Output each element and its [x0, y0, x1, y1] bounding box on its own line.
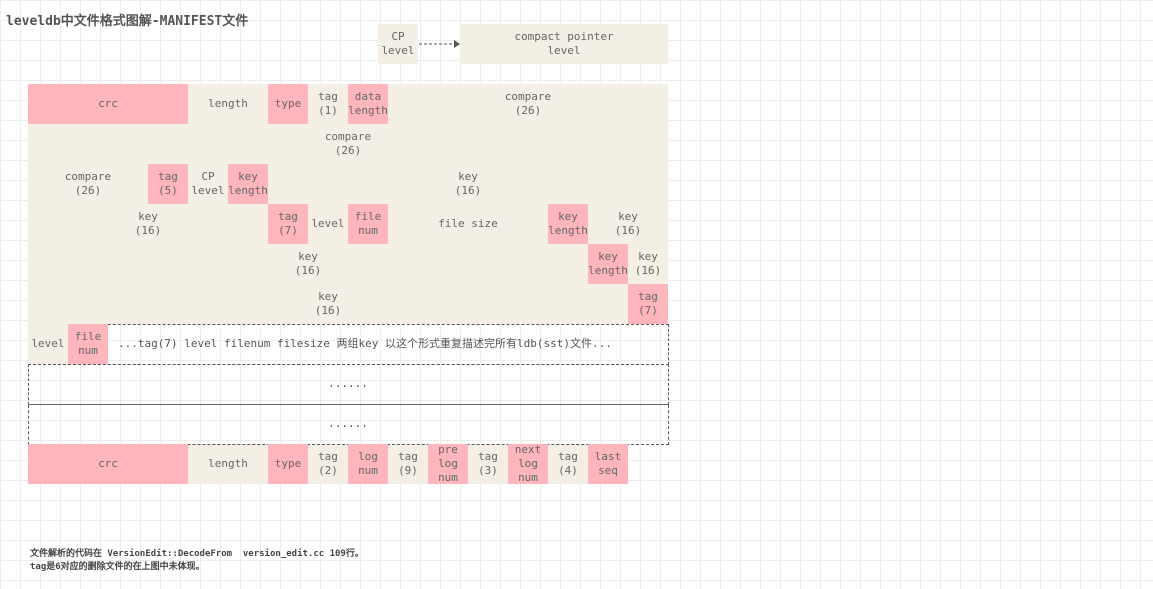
- tag-4-field: tag (4): [558, 450, 578, 477]
- key-length-field: key length: [228, 164, 268, 204]
- ellipsis-text-1: ......: [328, 377, 368, 390]
- cp-level-field: CP level: [191, 170, 225, 197]
- tag-9-field: tag (9): [398, 450, 418, 477]
- compare-field-end: compare (26): [64, 170, 112, 197]
- largest-key-length-field: key length: [588, 244, 628, 284]
- compare-field: compare (26): [504, 90, 552, 117]
- legend-arrow-icon: [419, 40, 460, 48]
- smallest-key-field: key (16): [614, 210, 642, 237]
- data-length-field: data length: [348, 84, 388, 124]
- next-tag-7-field: tag (7): [628, 284, 668, 324]
- next-log-num-field: next log num: [508, 443, 548, 484]
- tag-2-field: tag (2): [318, 450, 338, 477]
- tag-3-field: tag (3): [478, 450, 498, 477]
- last-length-field: length: [208, 457, 248, 470]
- length-field: length: [208, 97, 248, 110]
- smallest-key-length-field: key length: [548, 204, 588, 244]
- prev-log-num-field: pre log num: [428, 443, 468, 484]
- crc-field: crc: [28, 84, 188, 124]
- level-field: level: [311, 217, 345, 230]
- repeat-level-field: level: [28, 324, 68, 364]
- repeat-file-num-field: file num: [68, 324, 108, 364]
- last-crc-field: crc: [28, 444, 188, 484]
- log-num-field: log num: [348, 444, 388, 484]
- largest-key-field: key (16): [634, 250, 662, 277]
- legend-compact-pointer-level: compact pointer level: [460, 24, 668, 64]
- tag6-note: tag是6对应的删除文件的在上图中未体现。: [30, 562, 205, 572]
- type-field: type: [268, 84, 308, 124]
- page-title: leveldb中文件格式图解-MANIFEST文件: [6, 14, 249, 29]
- tag-5-field: tag (5): [148, 164, 188, 204]
- legend-cp-level: CP level: [378, 24, 418, 64]
- tag-1-field: tag (1): [318, 90, 338, 117]
- ellipsis-row-1: [28, 364, 669, 405]
- smallest-key-field-continued: key (16): [294, 250, 322, 277]
- last-seq-field: last seq: [588, 444, 628, 484]
- ellipsis-text-2: ......: [328, 417, 368, 430]
- key-field: key (16): [454, 170, 482, 197]
- largest-key-field-continued: key (16): [314, 290, 342, 317]
- tag-7-field: tag (7): [268, 204, 308, 244]
- ellipsis-divider: [28, 404, 669, 405]
- repeat-description: ...tag(7) level filenum filesize 两组key 以…: [118, 337, 612, 350]
- compare-field-continued: compare (26): [324, 130, 372, 157]
- last-type-field: type: [268, 444, 308, 484]
- file-num-field: file num: [348, 204, 388, 244]
- key-field-continued: key (16): [134, 210, 162, 237]
- source-note: 文件解析的代码在 VersionEdit::DecodeFrom version…: [30, 549, 364, 559]
- file-size-field: file size: [438, 217, 498, 230]
